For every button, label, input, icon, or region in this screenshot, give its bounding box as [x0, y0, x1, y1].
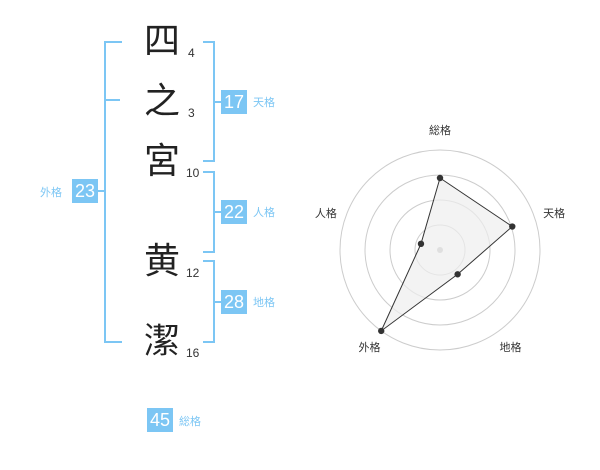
radar-point-3	[454, 271, 461, 278]
gaikaku-bracket	[104, 41, 122, 343]
name-char-4: 黄	[143, 241, 180, 282]
jinkaku-label: 人格	[253, 206, 275, 219]
stroke-count-5: 16	[186, 346, 200, 360]
soukaku-label: 総格	[179, 415, 201, 428]
radar-axis-label-3: 地格	[500, 340, 522, 354]
name-char-5: 潔	[143, 321, 180, 362]
radar-point-1	[436, 174, 444, 182]
tenkaku-bracket	[203, 41, 215, 162]
radar-axis-label-4: 外格	[358, 340, 380, 354]
jinkaku-bracket	[203, 171, 215, 253]
name-char-3: 宮	[143, 141, 180, 182]
radar-axis-label-1: 総格	[429, 123, 451, 137]
radar-grid-ring	[339, 149, 541, 351]
tenkaku-badge: 17	[221, 90, 247, 114]
radar-point-2	[509, 223, 516, 230]
radar-axis-label-5: 人格	[315, 206, 337, 220]
chikaku-badge: 28	[221, 290, 247, 314]
stroke-count-2: 3	[188, 106, 195, 120]
radar-series-polygon	[380, 177, 514, 332]
stroke-count-4: 12	[186, 266, 200, 280]
chikaku-label: 地格	[253, 296, 275, 309]
jinkaku-badge: 22	[221, 200, 247, 224]
radar-point-4	[378, 327, 385, 335]
gaikaku-badge: 23	[72, 179, 98, 203]
radar-axis-label-2: 天格	[543, 206, 565, 220]
stroke-count-1: 4	[188, 46, 195, 60]
tenkaku-label: 天格	[253, 96, 275, 109]
gaikaku-label: 外格	[40, 186, 62, 199]
radar-point-5	[417, 240, 425, 248]
stroke-count-3: 10	[186, 166, 200, 180]
name-char-2: 之	[143, 81, 180, 122]
jinkaku-connector	[215, 211, 221, 213]
chikaku-connector	[215, 301, 221, 303]
gaikaku-bracket-tick	[104, 99, 120, 101]
name-char-1: 四	[143, 21, 180, 62]
chikaku-bracket	[203, 260, 215, 343]
gaikaku-connector	[98, 190, 104, 192]
soukaku-badge: 45	[147, 408, 173, 432]
tenkaku-connector	[215, 101, 221, 103]
